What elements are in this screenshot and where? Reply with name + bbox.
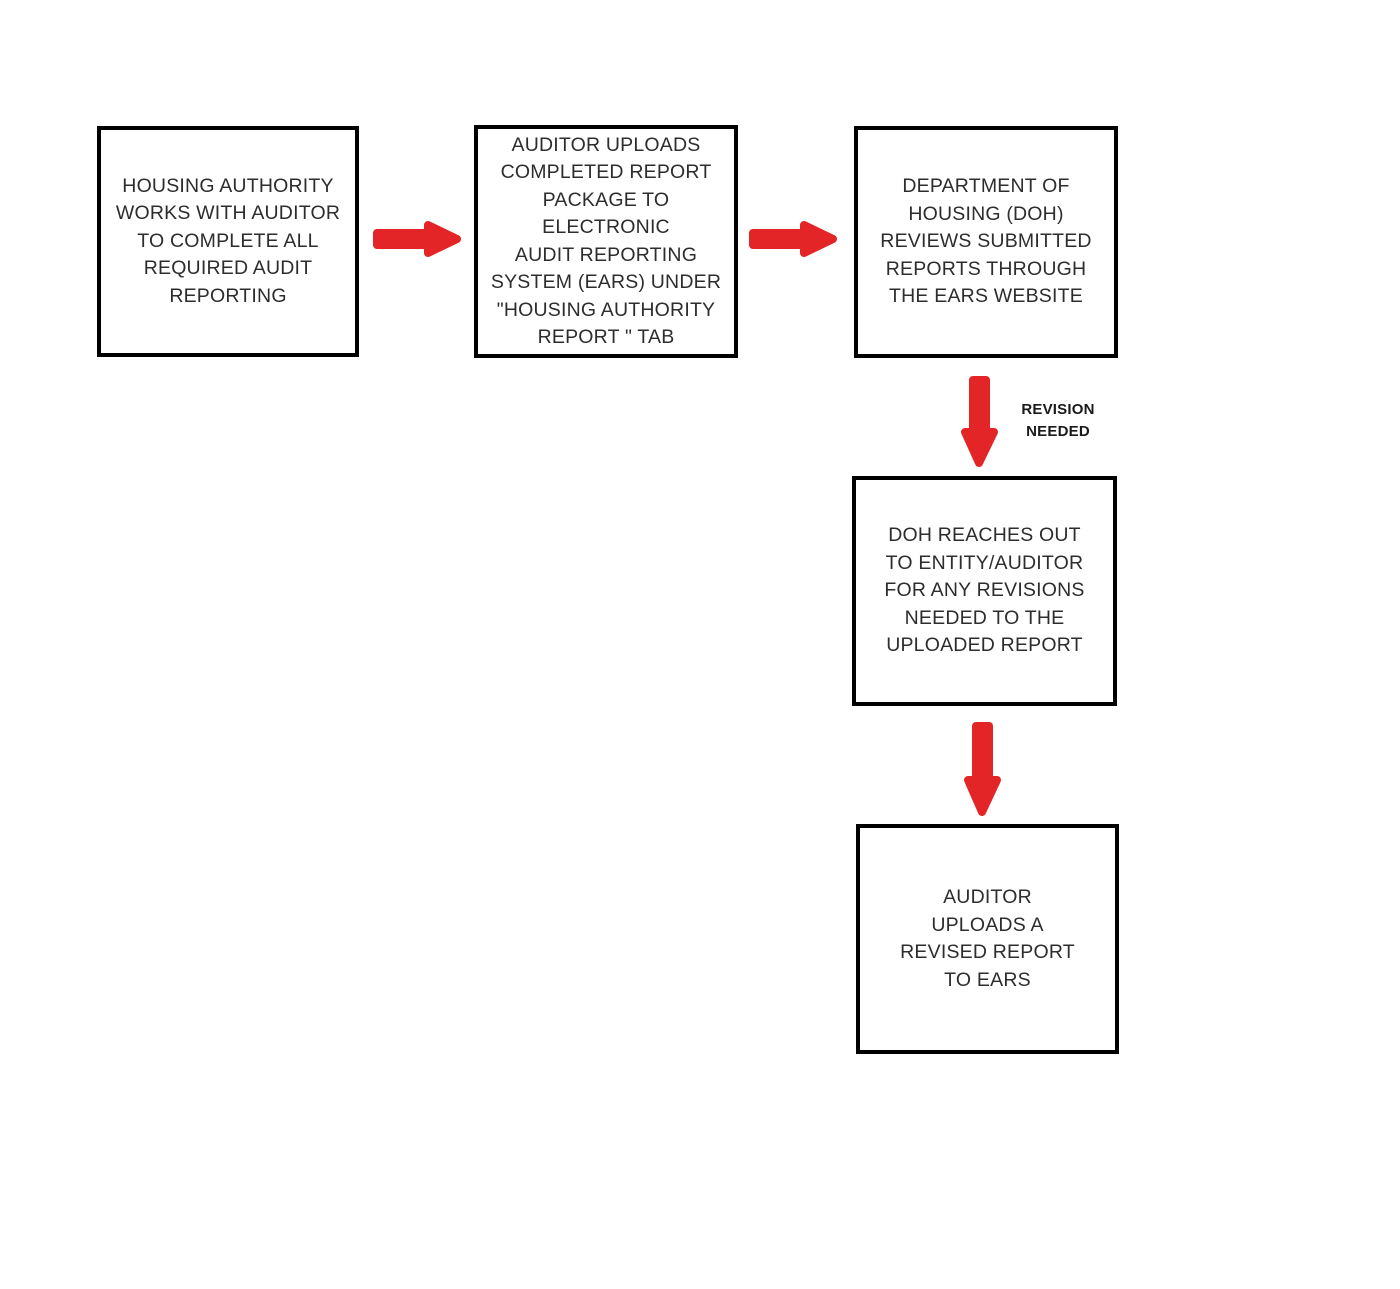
flow-step-auditor-uploads-revised: AUDITOR UPLOADS A REVISED REPORT TO EARS [856, 824, 1119, 1054]
flow-step-text: HOUSING AUTHORITY WORKS WITH AUDITOR TO … [115, 174, 341, 307]
arrow-down-icon [962, 721, 1003, 818]
revision-needed-label: REVISION NEEDED [1021, 401, 1095, 440]
flow-step-text: DEPARTMENT OF HOUSING (DOH) REVIEWS SUBM… [880, 175, 1092, 308]
flow-step-text: DOH REACHES OUT TO ENTITY/AUDITOR FOR AN… [884, 524, 1085, 657]
arrow-right-icon [748, 219, 839, 259]
flow-step-auditor-uploads-report: AUDITOR UPLOADS COMPLETED REPORT PACKAGE… [474, 125, 738, 358]
flow-step-doh-reviews-reports: DEPARTMENT OF HOUSING (DOH) REVIEWS SUBM… [854, 126, 1118, 358]
arrow-down-icon [959, 375, 1000, 469]
arrow-right-icon [372, 219, 463, 259]
flow-step-housing-authority-works: HOUSING AUTHORITY WORKS WITH AUDITOR TO … [97, 126, 359, 357]
flow-step-text: AUDITOR UPLOADS A REVISED REPORT TO EARS [900, 886, 1075, 991]
flow-step-text: AUDITOR UPLOADS COMPLETED REPORT PACKAGE… [490, 133, 722, 349]
flow-step-doh-reaches-out: DOH REACHES OUT TO ENTITY/AUDITOR FOR AN… [852, 476, 1117, 706]
